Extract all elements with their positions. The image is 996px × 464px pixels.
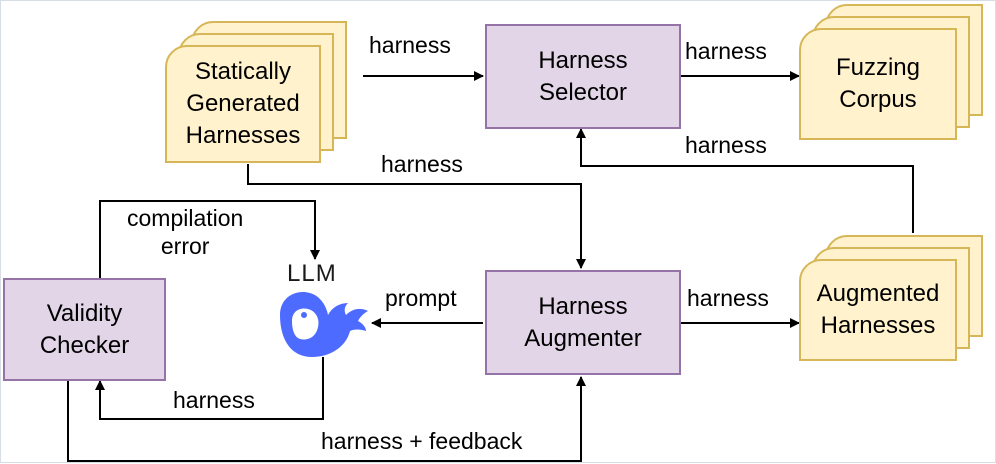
edge-label-selector-to-corpus: harness: [685, 38, 767, 64]
fuzzing-corpus-label: Fuzzing Corpus: [835, 54, 921, 113]
edge-label-augmenter-to-llm: prompt: [385, 285, 457, 311]
statically-generated-harnesses-stack: Statically Generated Harnesses: [165, 21, 361, 163]
edge-label-llm-to-checker: harness: [173, 387, 255, 413]
edge-augmented-to-selector: [576, 128, 914, 233]
fuzzing-corpus-stack: Fuzzing Corpus: [799, 4, 995, 146]
edge-checker-to-augmenter: [67, 376, 586, 462]
edge-llm-to-checker: [95, 357, 324, 420]
harness-augmenter-label: Harness Augmenter: [524, 292, 642, 352]
edge-label-augmented-to-selector: harness: [685, 132, 767, 158]
document-card-front: Statically Generated Harnesses: [165, 45, 321, 163]
harness-selector-label: Harness Selector: [538, 46, 628, 106]
validity-checker-label: Validity Checker: [39, 299, 130, 359]
edge-static-to-augmenter: [247, 164, 586, 269]
edge-label-augmenter-to-augmented: harness: [687, 285, 769, 311]
harness-augmenter-node: Harness Augmenter: [485, 270, 681, 375]
edge-label-static-to-selector: harness: [369, 32, 451, 58]
validity-checker-node: Validity Checker: [3, 278, 166, 381]
edge-checker-to-llm: [99, 200, 320, 278]
document-card-front: Fuzzing Corpus: [799, 28, 957, 140]
edge-label-checker-to-llm: compilation error: [125, 204, 246, 260]
augmented-harnesses-label: Augmented Harnesses: [816, 280, 940, 339]
llm-label: LLM: [287, 260, 337, 287]
edge-label-checker-to-augmenter: harness + feedback: [321, 428, 523, 454]
harness-selector-node: Harness Selector: [485, 24, 681, 129]
whale-icon: [280, 291, 368, 357]
augmented-harnesses-stack: Augmented Harnesses: [799, 235, 995, 377]
document-card-front: Augmented Harnesses: [799, 259, 957, 361]
edge-label-static-to-augmenter: harness: [381, 151, 463, 177]
statically-generated-harnesses-label: Statically Generated Harnesses: [185, 58, 301, 149]
